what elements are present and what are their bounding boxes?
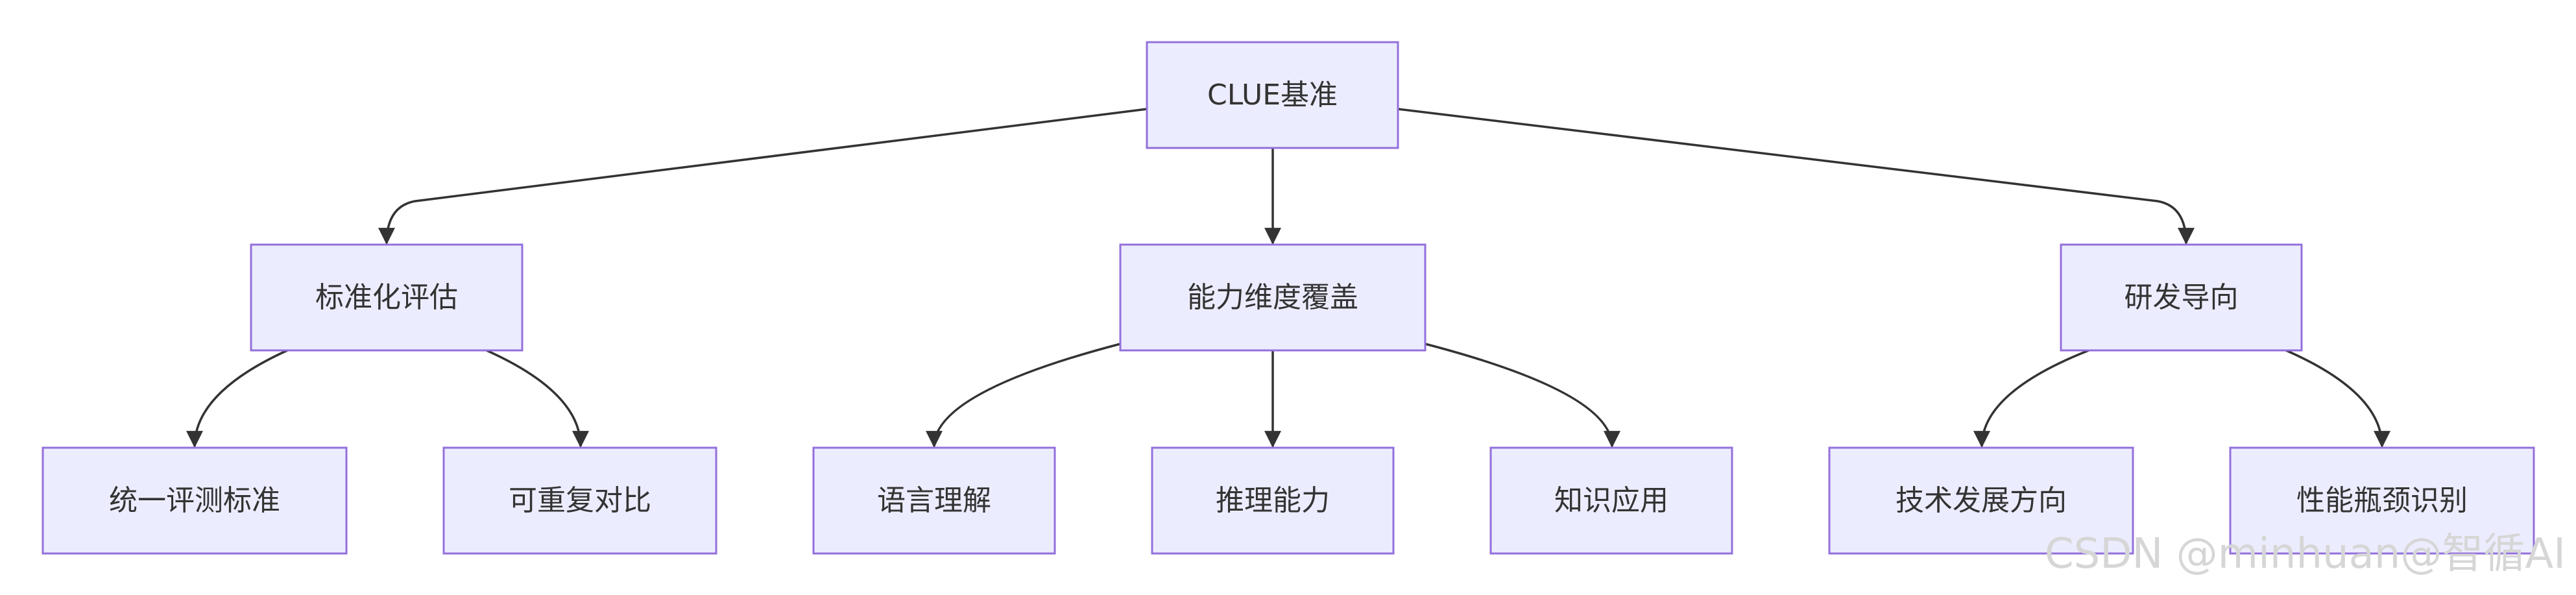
- node-repeatable-comparison: 可重复对比: [442, 446, 717, 555]
- node-label: 标准化评估: [315, 281, 458, 314]
- node-knowledge-application: 知识应用: [1489, 446, 1733, 555]
- node-capability-coverage: 能力维度覆盖: [1119, 243, 1426, 352]
- csdn-watermark: CSDN @minhuan@智循AI: [2045, 530, 2566, 578]
- node-label: 能力维度覆盖: [1187, 281, 1358, 314]
- node-label: 语言理解: [877, 484, 991, 517]
- node-language-understanding: 语言理解: [812, 446, 1056, 555]
- node-performance-bottleneck: 性能瓶颈识别: [2229, 446, 2535, 555]
- node-label: 统一评测标准: [109, 484, 280, 517]
- edge-standardized-eval-to-repeatable-comparison: [486, 349, 589, 448]
- node-standardized-evaluation: 标准化评估: [250, 243, 524, 352]
- node-label: CLUE基准: [1207, 79, 1338, 112]
- edge-rd-to-tech-direction: [1973, 349, 2089, 448]
- edge-root-to-standardized-eval: [378, 108, 1148, 245]
- node-clue-benchmark: CLUE基准: [1146, 41, 1399, 149]
- node-tech-development-direction: 技术发展方向: [1828, 446, 2134, 555]
- node-label: 技术发展方向: [1896, 484, 2067, 517]
- edge-root-to-rd-orientation: [1397, 108, 2195, 245]
- edge-rd-to-bottleneck: [2285, 349, 2390, 448]
- node-unified-evaluation-standard: 统一评测标准: [42, 446, 348, 555]
- edge-standardized-eval-to-unified-standard: [186, 349, 288, 448]
- edge-capability-to-knowledge-application: [1425, 343, 1620, 448]
- node-label: 研发导向: [2125, 281, 2239, 314]
- node-label: 性能瓶颈识别: [2296, 484, 2468, 517]
- node-reasoning-ability: 推理能力: [1151, 446, 1395, 555]
- node-label: 知识应用: [1554, 484, 1668, 517]
- edge-capability-to-language-understanding: [926, 343, 1121, 448]
- node-rd-orientation: 研发导向: [2060, 243, 2303, 352]
- node-label: 推理能力: [1216, 484, 1330, 517]
- node-label: 可重复对比: [509, 484, 651, 517]
